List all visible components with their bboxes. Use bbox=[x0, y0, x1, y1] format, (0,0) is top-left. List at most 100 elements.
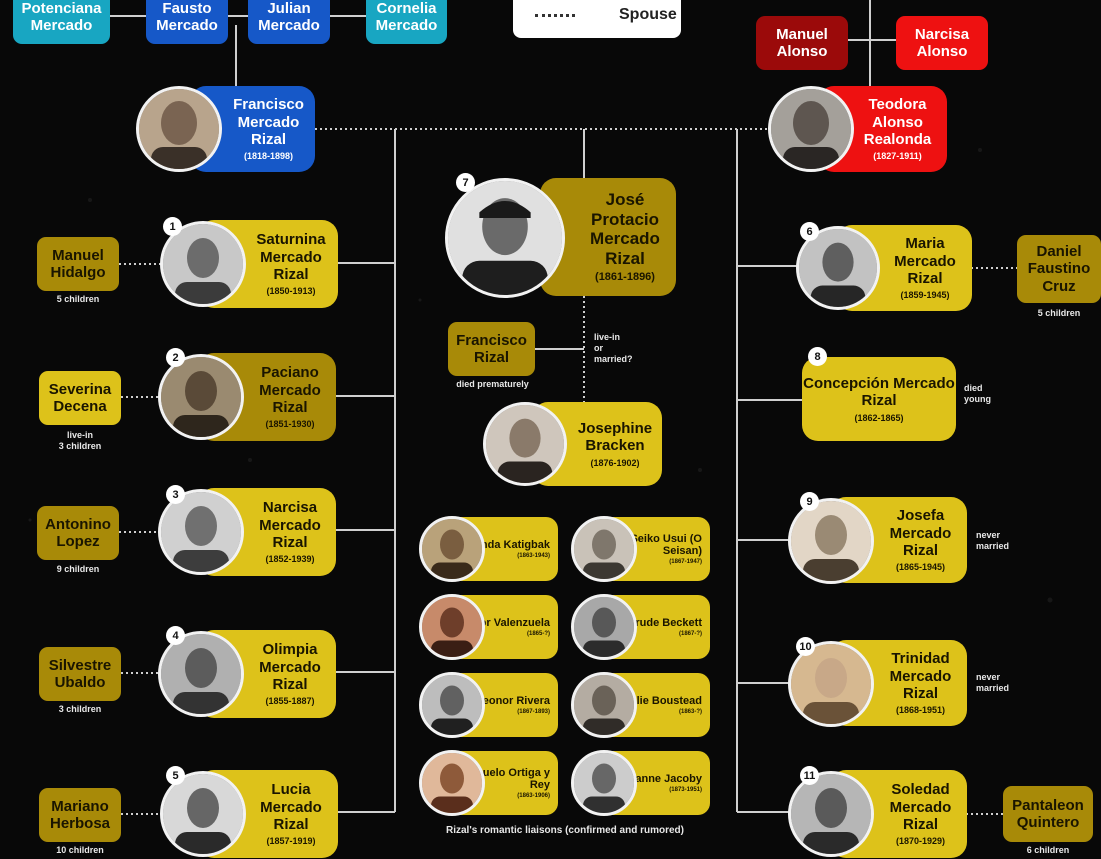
josephine-portrait bbox=[483, 402, 567, 486]
liaison-name: Nellie Boustead bbox=[619, 694, 702, 707]
father-name: Francisco Mercado Rizal bbox=[233, 96, 304, 148]
liaison-portrait bbox=[571, 672, 637, 738]
spouse-note: 6 children bbox=[1026, 845, 1070, 855]
child-name: Trinidad Mercado Rizal bbox=[889, 650, 952, 702]
ancestor-cornelia: Cornelia Mercado bbox=[366, 0, 447, 44]
child-2-number-badge: 2 bbox=[166, 348, 185, 367]
spouse-card: Manuel Hidalgo bbox=[37, 237, 119, 291]
spouse-dotted-line-sample bbox=[535, 13, 575, 17]
liaison-portrait bbox=[419, 594, 485, 660]
child-1-portrait bbox=[160, 221, 246, 307]
child-years: (1870-1929) bbox=[895, 836, 946, 847]
child-5-portrait bbox=[160, 771, 246, 857]
child-name: Concepción Mercado Rizal bbox=[803, 375, 955, 410]
child-10-number-badge: 10 bbox=[796, 637, 815, 656]
child-years: (1865-1945) bbox=[895, 562, 946, 573]
child-5-number-badge: 5 bbox=[166, 766, 185, 785]
liaison-name: Seiko Usui (O Seisan) bbox=[630, 532, 702, 557]
father-portrait bbox=[136, 86, 222, 172]
mother-portrait bbox=[768, 86, 854, 172]
child-name: Olimpia Mercado Rizal bbox=[259, 641, 321, 693]
child-years: (1852-1939) bbox=[265, 554, 315, 565]
ancestor-potenciana: Potenciana Mercado bbox=[13, 0, 110, 44]
ancestor-julian: Julian Mercado bbox=[248, 0, 330, 44]
spouse-note: live-in 3 children bbox=[58, 430, 102, 451]
child-name: Lucia Mercado Rizal bbox=[260, 781, 322, 833]
spouse-card: Silvestre Ubaldo bbox=[39, 647, 121, 701]
child-11-number-badge: 11 bbox=[800, 766, 819, 785]
child-years: (1851-1930) bbox=[265, 419, 315, 430]
spouse-card: Antonino Lopez bbox=[37, 506, 119, 560]
liaison-years: (1867-1893) bbox=[517, 708, 550, 715]
spouse-card: Severina Decena bbox=[39, 371, 121, 425]
liaison-portrait bbox=[419, 672, 485, 738]
son-francisco-rizal: Francisco Rizal bbox=[448, 322, 535, 376]
mother-name: Teodora Alonso Realonda bbox=[863, 96, 932, 148]
spouse-note: 9 children bbox=[56, 564, 100, 574]
child-years: (1850-1913) bbox=[266, 286, 316, 297]
child-3-portrait bbox=[158, 489, 244, 575]
liaison-years: (1863-1943) bbox=[517, 552, 550, 559]
relation-note: live-in or married? bbox=[594, 332, 633, 364]
child-9-number-badge: 9 bbox=[800, 492, 819, 511]
child-name: Maria Mercado Rizal bbox=[894, 235, 956, 287]
child-8-card: Concepción Mercado Rizal (1862-1865) bbox=[802, 357, 956, 441]
child-6-number-badge: 6 bbox=[800, 222, 819, 241]
liaison-name: Suzanne Jacoby bbox=[615, 772, 702, 785]
child-years: (1859-1945) bbox=[900, 290, 950, 301]
child-note: died young bbox=[964, 383, 991, 404]
father-years: (1818-1898) bbox=[243, 151, 294, 162]
child-years: (1855-1887) bbox=[265, 696, 315, 707]
child-years: (1862-1865) bbox=[854, 412, 904, 423]
legend-spouse-label: Spouse bbox=[619, 6, 677, 23]
spouse-note: 10 children bbox=[56, 845, 104, 855]
josephine-years: (1876-1902) bbox=[590, 457, 640, 468]
liaison-years: (1867-?) bbox=[678, 630, 702, 637]
child-years: (1857-1919) bbox=[266, 836, 316, 847]
spouse-note: 5 children bbox=[56, 294, 100, 304]
liaison-portrait bbox=[571, 516, 637, 582]
liaison-portrait bbox=[571, 750, 637, 816]
child-3-number-badge: 3 bbox=[166, 485, 185, 504]
spouse-card: Daniel Faustino Cruz bbox=[1017, 235, 1101, 303]
child-8-number-badge: 8 bbox=[808, 347, 827, 366]
child-name: Saturnina Mercado Rizal bbox=[256, 231, 326, 283]
liaison-portrait bbox=[419, 750, 485, 816]
child-years: (1868-1951) bbox=[895, 705, 946, 716]
jose-years: (1861-1896) bbox=[595, 271, 655, 284]
ancestor-fausto: Fausto Mercado bbox=[146, 0, 228, 44]
child-name: Soledad Mercado Rizal bbox=[889, 781, 952, 833]
child-4-portrait bbox=[158, 631, 244, 717]
ancestor-manuel-alonso: Manuel Alonso bbox=[756, 16, 848, 70]
ancestor-narcisa-alonso: Narcisa Alonso bbox=[896, 16, 988, 70]
spouse-note: 3 children bbox=[58, 704, 102, 714]
child-name: Paciano Mercado Rizal bbox=[259, 364, 321, 416]
liaison-years: (1873-1951) bbox=[669, 786, 702, 793]
child-note: never married bbox=[976, 672, 1010, 693]
child-note: never married bbox=[976, 530, 1010, 551]
liaison-years: (1865-?) bbox=[526, 630, 550, 637]
child-name: Narcisa Mercado Rizal bbox=[259, 499, 321, 551]
liaison-years: (1863-?) bbox=[678, 708, 702, 715]
liaison-portrait bbox=[419, 516, 485, 582]
liaison-name: Leonor Rivera bbox=[476, 694, 550, 707]
child-9-portrait bbox=[788, 498, 874, 584]
liaison-portrait bbox=[571, 594, 637, 660]
child-4-number-badge: 4 bbox=[166, 626, 185, 645]
spouse-card: Pantaleon Quintero bbox=[1003, 786, 1093, 842]
jose-rizal-portrait bbox=[445, 178, 565, 298]
mother-years: (1827-1911) bbox=[873, 151, 922, 162]
son-note: died prematurely bbox=[456, 379, 529, 389]
legend: Spouse bbox=[513, 0, 681, 38]
liaison-years: (1867-1947) bbox=[669, 558, 702, 565]
liaison-years: (1863-1906) bbox=[517, 792, 550, 799]
child-11-portrait bbox=[788, 771, 874, 857]
jose-number-badge: 7 bbox=[456, 173, 475, 192]
child-10-portrait bbox=[788, 641, 874, 727]
spouse-card: Mariano Herbosa bbox=[39, 788, 121, 842]
jose-name: José Protacio Mercado Rizal bbox=[590, 190, 660, 268]
child-name: Josefa Mercado Rizal bbox=[889, 507, 952, 559]
child-1-number-badge: 1 bbox=[163, 217, 182, 236]
spouse-note: 5 children bbox=[1037, 308, 1081, 318]
